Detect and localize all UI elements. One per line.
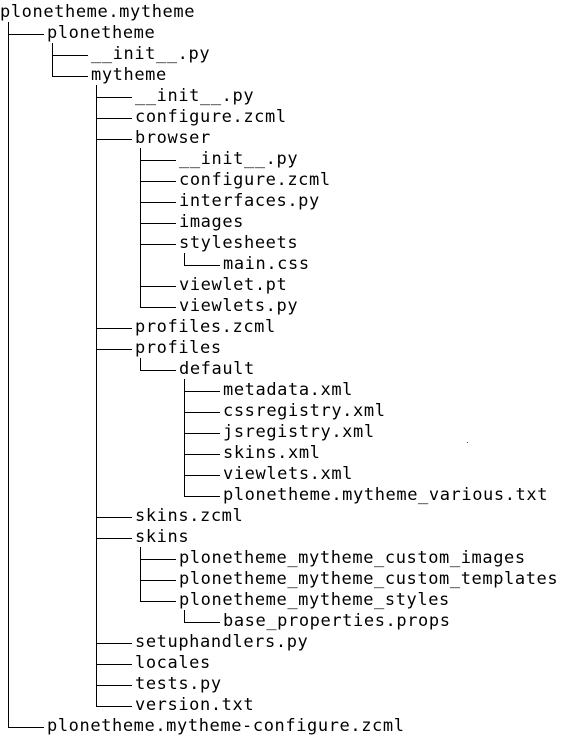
tree-branch-line [96,517,132,518]
stray-dot [467,442,468,443]
tree-trunk-line [184,610,185,623]
tree-branch-line [184,433,220,434]
tree-branch-line [96,118,132,119]
tree-branch-line [96,685,132,686]
file-node: version.txt [135,695,255,715]
tree-branch-line [140,370,176,371]
tree-branch-line [140,286,176,287]
folder-node: stylesheets [179,233,299,253]
file-node: skins.xml [223,443,321,463]
file-node: jsregistry.xml [223,422,375,442]
file-node: interfaces.py [179,191,320,211]
tree-branch-line [96,706,132,707]
tree-branch-line [184,265,220,266]
tree-trunk-line [184,379,185,497]
tree-trunk-line [140,358,141,371]
tree-branch-line [140,307,176,308]
folder-node: browser [135,128,211,148]
tree-branch-line [184,475,220,476]
file-node: tests.py [135,674,222,694]
file-node: viewlets.xml [223,464,354,484]
tree-branch-line [140,601,176,602]
tree-trunk-line [140,547,141,602]
tree-branch-line [140,181,176,182]
file-node: base_properties.props [223,611,451,631]
tree-branch-line [140,223,176,224]
tree-root: plonetheme.mytheme [0,2,196,22]
tree-branch-line [96,664,132,665]
tree-branch-line [96,139,132,140]
tree-branch-line [184,496,220,497]
tree-branch-line [96,328,132,329]
tree-branch-line [96,97,132,98]
tree-trunk-line [140,148,141,308]
file-node: plonetheme_mytheme_custom_templates [179,569,559,589]
tree-branch-line [8,727,44,728]
tree-branch-line [140,244,176,245]
folder-node: plonetheme_mytheme_styles [179,590,450,610]
tree-trunk-line [184,253,185,266]
tree-branch-line [96,643,132,644]
tree-branch-line [52,55,88,56]
folder-node: skins [135,527,190,547]
tree-branch-line [184,454,220,455]
file-node: __init__.py [91,44,211,64]
file-node: profiles.zcml [135,317,276,337]
file-node: viewlet.pt [179,275,288,295]
tree-branch-line [8,34,44,35]
file-node: configure.zcml [135,107,287,127]
file-node: plonetheme.mytheme_various.txt [223,485,549,505]
file-node: locales [135,653,211,673]
file-node: main.css [223,254,310,274]
file-node: setuphandlers.py [135,632,309,652]
folder-node: profiles [135,338,222,358]
tree-branch-line [184,622,220,623]
file-node: __init__.py [135,86,255,106]
tree-branch-line [184,391,220,392]
file-node: cssregistry.xml [223,401,386,421]
tree-branch-line [96,538,132,539]
file-node: configure.zcml [179,170,331,190]
tree-trunk-line [96,85,97,707]
tree-branch-line [52,76,88,77]
folder-node: plonetheme [47,23,156,43]
tree-branch-line [140,559,176,560]
file-node: viewlets.py [179,296,299,316]
tree-branch-line [184,412,220,413]
tree-branch-line [140,580,176,581]
file-node: __init__.py [179,149,299,169]
tree-branch-line [140,160,176,161]
file-node: plonetheme.mytheme-configure.zcml [47,716,405,736]
folder-node: mytheme [91,65,167,85]
file-node: metadata.xml [223,380,354,400]
tree-branch-line [140,202,176,203]
tree-trunk-line [52,43,53,77]
tree-branch-line [96,349,132,350]
folder-node: default [179,359,255,379]
file-node: images [179,212,245,232]
tree-trunk-line [8,22,9,728]
file-node: plonetheme_mytheme_custom_images [179,548,526,568]
file-node: skins.zcml [135,506,244,526]
